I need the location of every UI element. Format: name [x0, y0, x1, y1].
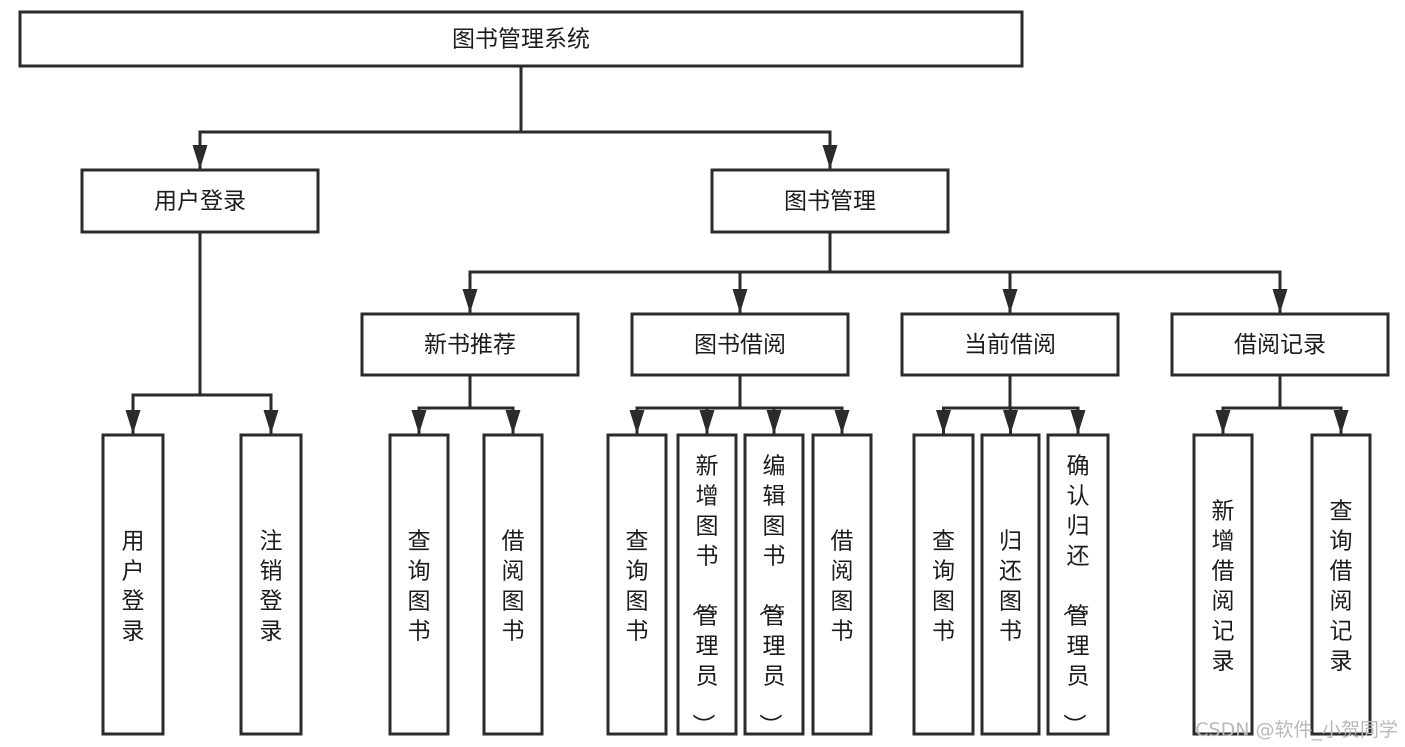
node-leaf-add-borrow-record-label: 新增借阅记录 — [1212, 499, 1235, 675]
node-leaf-query-book-3-box[interactable] — [912, 433, 975, 736]
node-user-login[interactable]: 用户登录 — [80, 168, 320, 234]
node-leaf-query-borrow-record-label: 查询借阅记录 — [1330, 499, 1353, 675]
node-book-borrow-label: 图书借阅 — [694, 332, 786, 358]
node-leaf-return-book-box[interactable] — [980, 433, 1041, 736]
connector-layer — [125, 64, 1349, 436]
edge-bookmanage-to-level3 — [462, 230, 1288, 315]
node-current-borrow[interactable]: 当前借阅 — [900, 312, 1120, 377]
edge-current-borrow-to-leaves — [936, 373, 1086, 436]
arrow-head-icon — [1272, 289, 1288, 313]
edge-user-login-to-leaves — [125, 230, 279, 436]
node-leaf-user-logout[interactable]: 注销登录 — [239, 433, 303, 736]
node-leaf-add-book-admin-box[interactable] — [676, 433, 738, 736]
node-leaf-query-book-2-label: 查询图书 — [626, 529, 649, 645]
arrow-head-icon — [834, 410, 850, 434]
node-root-label: 图书管理系统 — [452, 27, 590, 53]
node-leaf-query-borrow-record[interactable]: 查询借阅记录 — [1310, 433, 1372, 736]
arrow-head-icon — [1002, 289, 1018, 313]
arrow-head-icon — [732, 289, 748, 313]
csdn-watermark: CSDN @软件_小贺同学 — [1195, 719, 1398, 741]
node-leaf-user-login[interactable]: 用户登录 — [101, 433, 165, 736]
node-leaf-edit-book-admin-box[interactable] — [743, 433, 805, 736]
node-leaf-edit-book-admin-label: 编辑图书（管理员） — [757, 454, 786, 737]
node-current-borrow-box[interactable] — [900, 312, 1120, 377]
node-new-book-recommend-box[interactable] — [360, 312, 580, 377]
node-leaf-borrow-book-2[interactable]: 借阅图书 — [811, 433, 873, 736]
node-leaf-confirm-return-label: 确认归还（管理员） — [1061, 454, 1090, 737]
arrow-head-icon — [411, 410, 427, 434]
arrow-head-icon — [125, 410, 141, 434]
edge-borrow-record-to-leaves — [1215, 373, 1349, 436]
node-leaf-query-book-1[interactable]: 查询图书 — [388, 433, 450, 736]
node-leaf-borrow-book-2-box[interactable] — [811, 433, 873, 736]
node-book-manage-box[interactable] — [710, 168, 950, 234]
node-book-borrow-box[interactable] — [630, 312, 850, 377]
edge-root-to-level2 — [192, 64, 838, 171]
node-leaf-borrow-book-1-label: 借阅图书 — [502, 529, 525, 645]
arrow-head-icon — [192, 145, 208, 169]
node-leaf-add-borrow-record[interactable]: 新增借阅记录 — [1192, 433, 1254, 736]
edge-new-book-recommend-to-leaves — [411, 373, 521, 436]
node-book-manage-label: 图书管理 — [784, 189, 876, 215]
node-new-book-recommend-label: 新书推荐 — [424, 332, 516, 358]
node-leaf-user-logout-label: 注销登录 — [260, 529, 283, 645]
node-leaf-user-logout-box[interactable] — [239, 433, 303, 736]
arrow-head-icon — [1070, 410, 1086, 434]
node-leaf-borrow-book-2-label: 借阅图书 — [831, 529, 854, 645]
node-leaf-query-book-1-box[interactable] — [388, 433, 450, 736]
node-leaf-add-book-admin-label: 新增图书（管理员） — [690, 454, 719, 737]
arrow-head-icon — [1215, 410, 1231, 434]
node-layer: 图书管理系统用户登录图书管理新书推荐图书借阅当前借阅借阅记录用户登录注销登录查询… — [18, 10, 1390, 737]
node-root-box[interactable] — [18, 10, 1024, 68]
arrow-head-icon — [462, 289, 478, 313]
node-leaf-query-book-2[interactable]: 查询图书 — [606, 433, 668, 736]
arrow-head-icon — [629, 410, 645, 434]
edge-book-borrow-to-leaves — [629, 373, 850, 436]
node-borrow-record-label: 借阅记录 — [1234, 332, 1326, 358]
node-user-login-label: 用户登录 — [154, 189, 246, 215]
node-borrow-record-box[interactable] — [1170, 312, 1390, 377]
node-current-borrow-label: 当前借阅 — [964, 332, 1056, 358]
node-leaf-query-book-1-label: 查询图书 — [408, 529, 431, 645]
node-leaf-return-book[interactable]: 归还图书 — [980, 433, 1041, 736]
node-leaf-add-borrow-record-box[interactable] — [1192, 433, 1254, 736]
node-leaf-confirm-return-box[interactable] — [1046, 433, 1110, 736]
node-book-borrow[interactable]: 图书借阅 — [630, 312, 850, 377]
node-root[interactable]: 图书管理系统 — [18, 10, 1024, 68]
arrow-head-icon — [936, 410, 951, 434]
arrow-head-icon — [822, 145, 838, 169]
node-leaf-query-book-3[interactable]: 查询图书 — [912, 433, 975, 736]
arrow-head-icon — [1003, 410, 1018, 434]
node-book-manage[interactable]: 图书管理 — [710, 168, 950, 234]
node-user-login-box[interactable] — [80, 168, 320, 234]
node-leaf-borrow-book-1[interactable]: 借阅图书 — [482, 433, 544, 736]
arrow-head-icon — [766, 410, 782, 434]
node-leaf-query-book-3-label: 查询图书 — [932, 529, 955, 645]
arrow-head-icon — [699, 410, 715, 434]
node-new-book-recommend[interactable]: 新书推荐 — [360, 312, 580, 377]
arrow-head-icon — [1333, 410, 1349, 434]
node-leaf-query-borrow-record-box[interactable] — [1310, 433, 1372, 736]
node-leaf-user-login-label: 用户登录 — [122, 529, 145, 645]
node-leaf-confirm-return[interactable]: 确认归还（管理员） — [1046, 433, 1110, 737]
node-borrow-record[interactable]: 借阅记录 — [1170, 312, 1390, 377]
node-leaf-user-login-box[interactable] — [101, 433, 165, 736]
arrow-head-icon — [263, 410, 279, 434]
node-leaf-return-book-label: 归还图书 — [999, 529, 1022, 645]
node-leaf-edit-book-admin[interactable]: 编辑图书（管理员） — [743, 433, 805, 737]
node-leaf-query-book-2-box[interactable] — [606, 433, 668, 736]
node-leaf-borrow-book-1-box[interactable] — [482, 433, 544, 736]
arrow-head-icon — [505, 410, 521, 434]
node-leaf-add-book-admin[interactable]: 新增图书（管理员） — [676, 433, 738, 737]
